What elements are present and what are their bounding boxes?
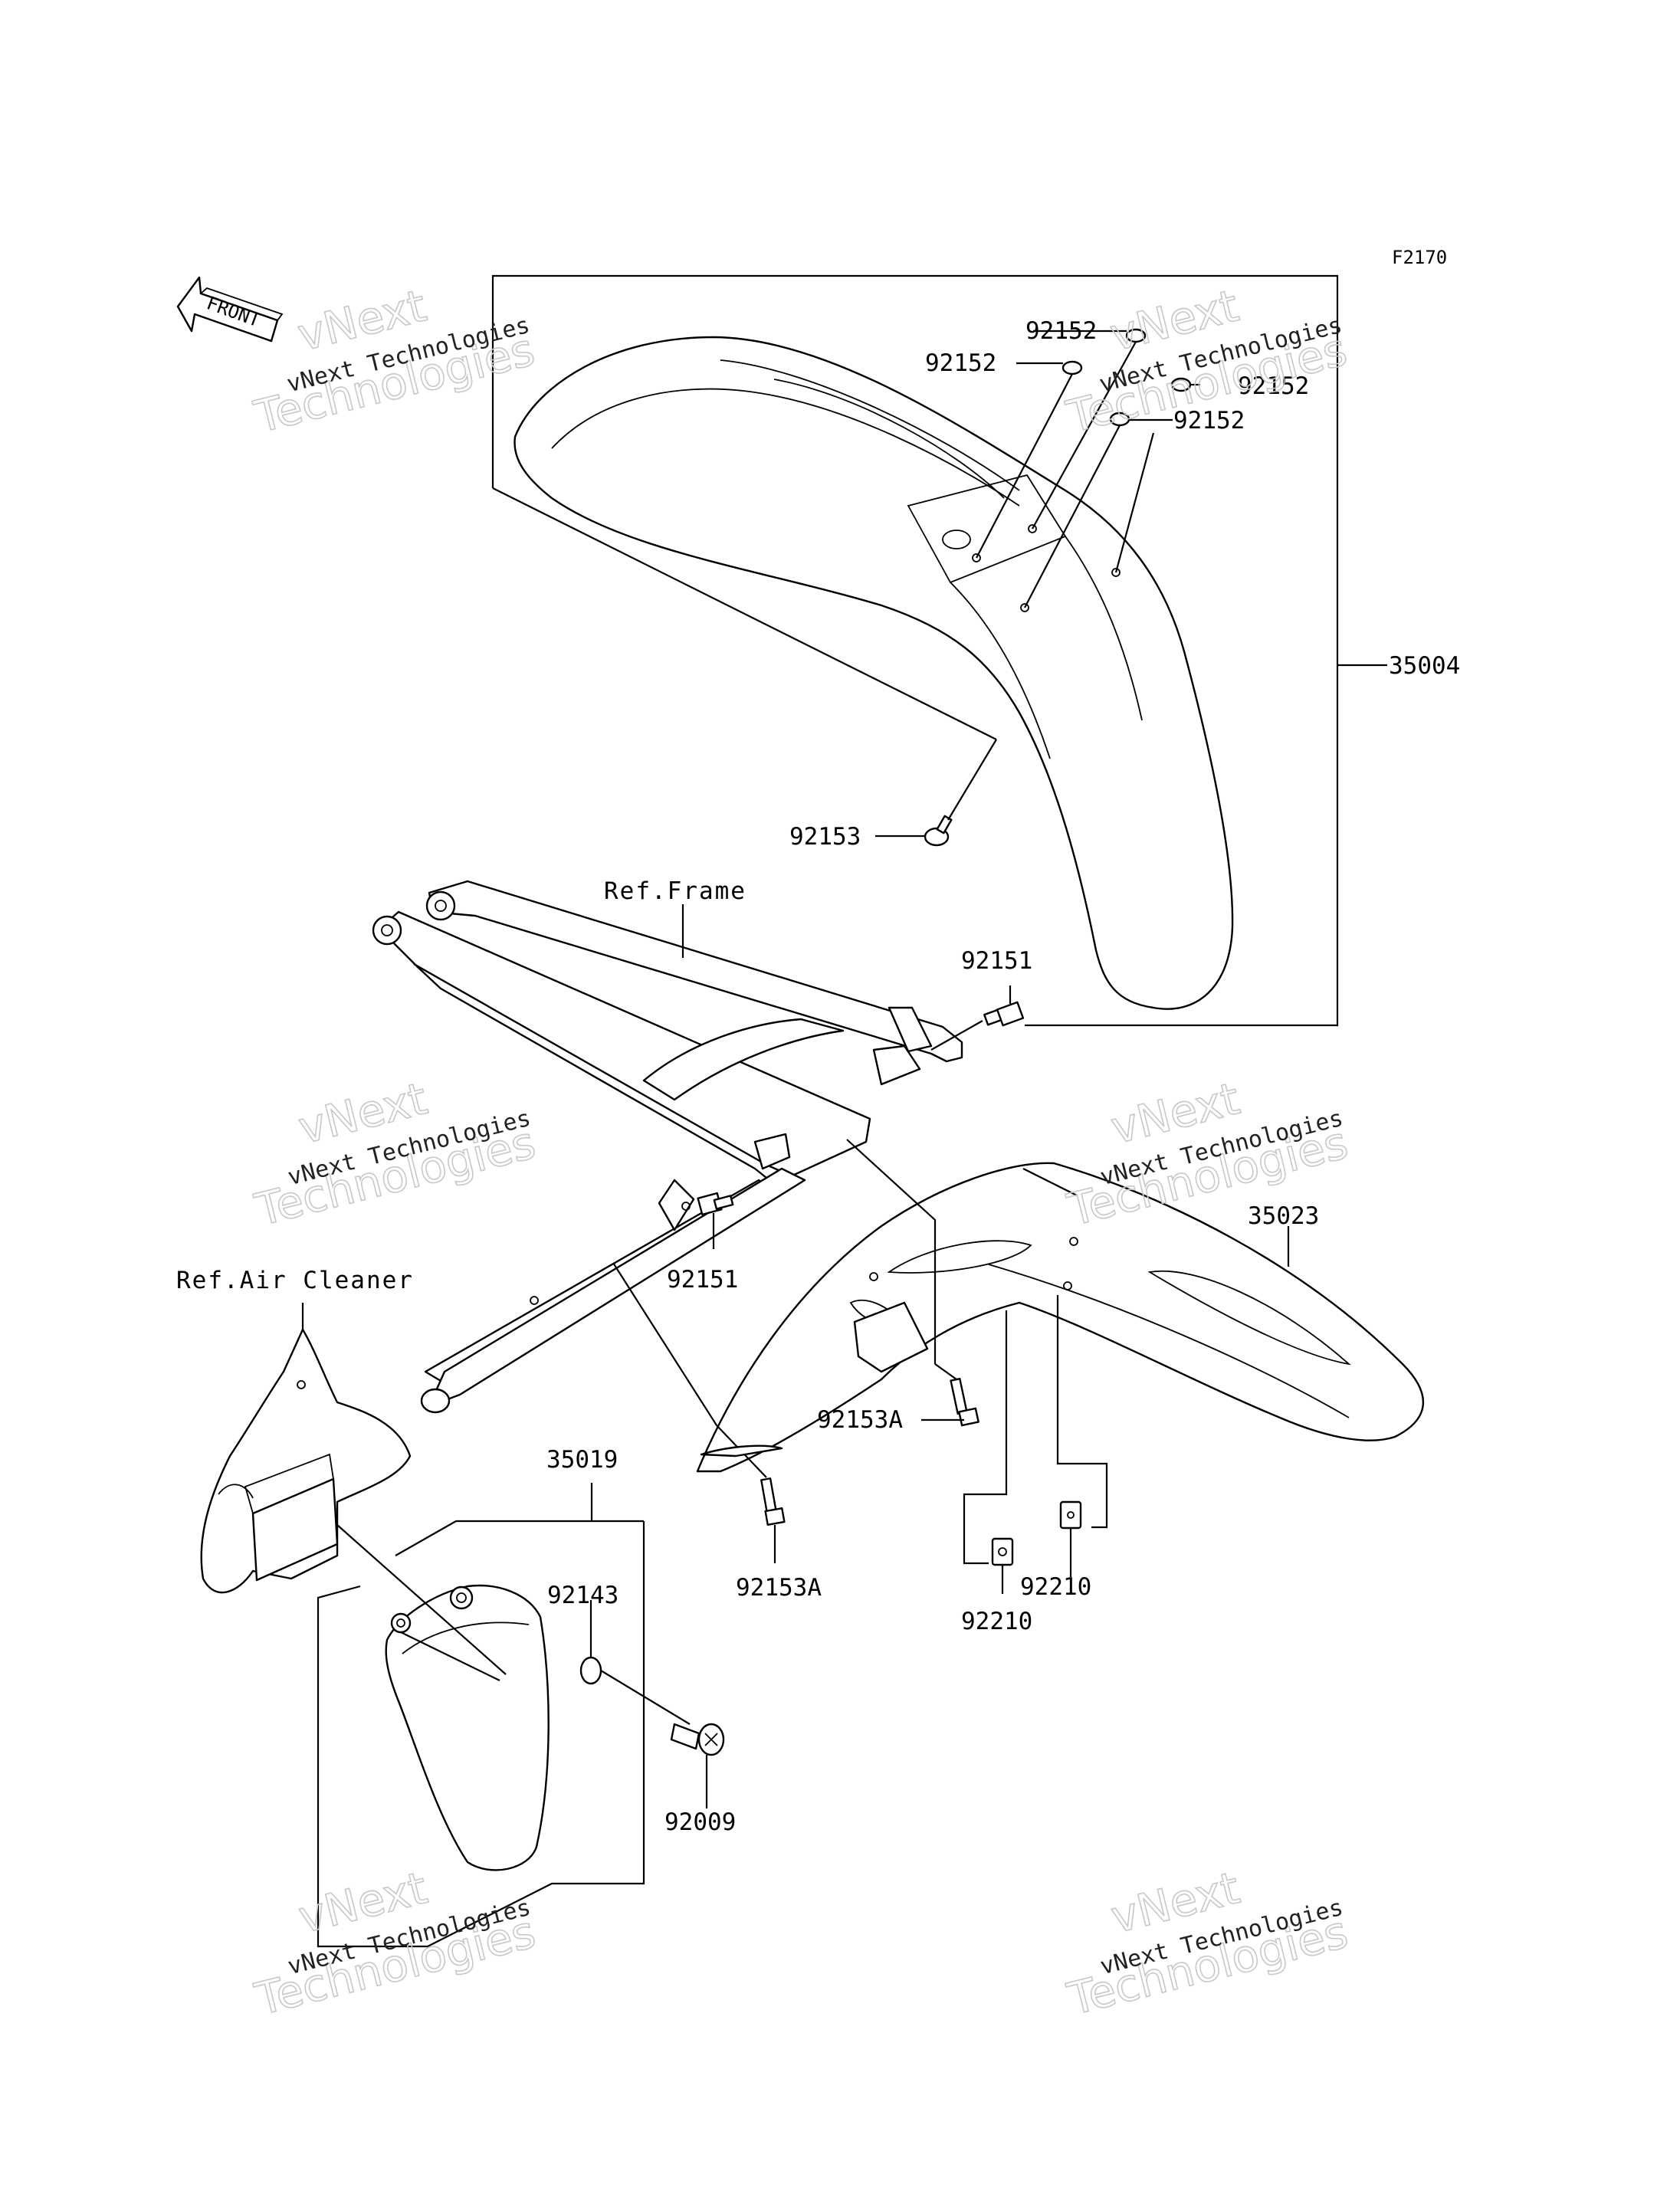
mud-flap bbox=[385, 1584, 550, 1871]
bolt-92153a-left-icon bbox=[760, 1477, 786, 1526]
part-label-92152-b: 92152 bbox=[925, 349, 996, 377]
watermark-mid-left: vNext Technologies vNext Technologies bbox=[249, 1071, 541, 1236]
nut-92210-left-icon bbox=[991, 1537, 1014, 1566]
part-label-92210-right: 92210 bbox=[1020, 1573, 1091, 1601]
part-label-92153a-right: 92153A bbox=[817, 1406, 903, 1434]
part-label-35004: 35004 bbox=[1389, 652, 1460, 680]
watermark-top-left: vNext Technologies vNext Technologies bbox=[248, 279, 540, 444]
ref-frame-label: Ref.Frame bbox=[604, 877, 746, 905]
front-direction-arrow-icon: FRONT bbox=[176, 276, 284, 343]
screw-92009-icon bbox=[670, 1723, 725, 1756]
nut-92210-right-icon bbox=[1059, 1500, 1082, 1530]
watermark-bottom-right: vNext Technologies vNext Technologies bbox=[1061, 1861, 1354, 2025]
bolt-92151-lower-icon bbox=[697, 1192, 734, 1216]
part-label-92152-a: 92152 bbox=[1025, 317, 1097, 345]
bolt-92151-upper-icon bbox=[930, 1001, 1025, 1051]
part-label-92009: 92009 bbox=[664, 1808, 736, 1836]
rear-fender-group bbox=[612, 1139, 1425, 1594]
ref-air-cleaner-label: Ref.Air Cleaner bbox=[176, 1267, 414, 1294]
part-label-92151-lower: 92151 bbox=[667, 1266, 738, 1294]
air-cleaner-reference: Ref.Air Cleaner bbox=[176, 1267, 414, 1594]
part-label-92151-upper: 92151 bbox=[961, 947, 1032, 975]
part-label-92210-left: 92210 bbox=[961, 1608, 1032, 1635]
part-label-92152-d: 92152 bbox=[1173, 407, 1245, 434]
mud-flap-group bbox=[317, 1483, 725, 1948]
figure-code: F2170 bbox=[1392, 247, 1447, 268]
part-label-92153a-left: 92153A bbox=[736, 1574, 822, 1602]
part-label-92152-c: 92152 bbox=[1238, 372, 1309, 400]
frame-reference: Ref.Frame bbox=[372, 877, 963, 1414]
part-label-92143: 92143 bbox=[547, 1582, 619, 1609]
part-label-35023: 35023 bbox=[1248, 1202, 1319, 1230]
front-fender bbox=[514, 336, 1234, 1010]
part-label-92153: 92153 bbox=[789, 823, 861, 851]
bolt-92153a-right-icon bbox=[950, 1378, 979, 1427]
washer-92152-b-icon bbox=[1061, 360, 1083, 375]
front-fender-group bbox=[491, 274, 1387, 1027]
screw-92153-icon bbox=[924, 815, 953, 847]
part-label-35019: 35019 bbox=[546, 1446, 618, 1474]
washer-92143-icon bbox=[579, 1656, 602, 1685]
